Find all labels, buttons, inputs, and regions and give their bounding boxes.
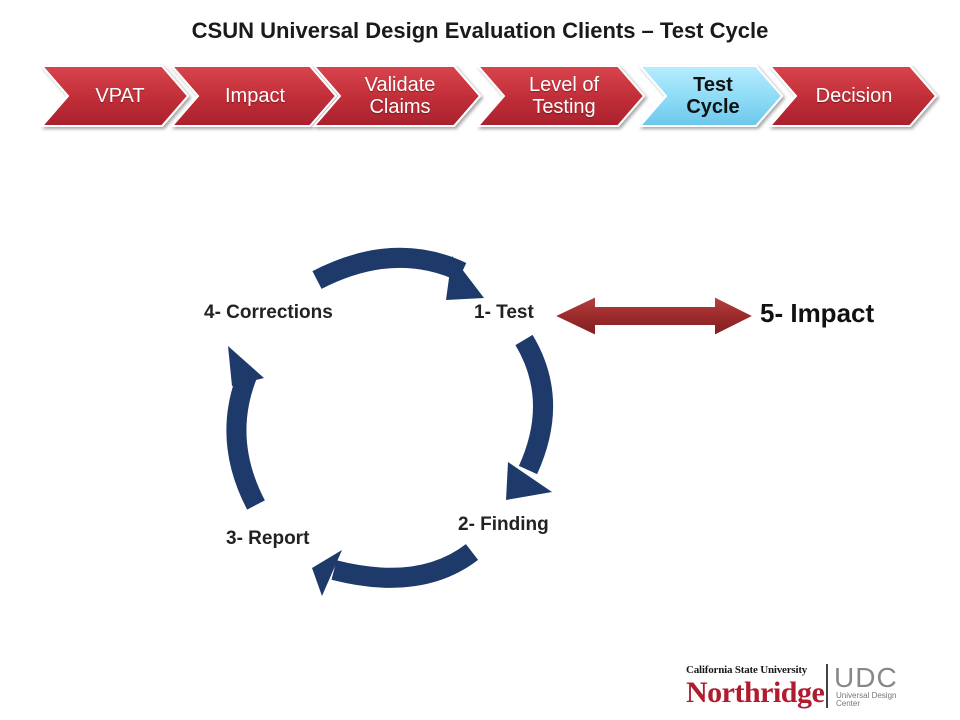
logo-university-top: California State University — [686, 664, 808, 676]
chevron-test-cycle — [637, 65, 784, 127]
csun-udc-logo: California State University Northridge U… — [684, 662, 924, 712]
cycle-arrow-bottom — [331, 543, 479, 588]
cycle-arrow-left — [226, 372, 265, 510]
cycle-arrowhead-left — [228, 346, 264, 386]
chevron-validate-claims — [311, 65, 482, 127]
cycle-arrowhead-top — [446, 256, 484, 300]
logo-center-abbr: UDC — [834, 662, 898, 693]
cycle-step-impact: 5- Impact — [760, 298, 875, 328]
process-step-test-cycle: Test Cycle — [686, 74, 740, 118]
cycle-step-corrections: 4- Corrections — [204, 302, 333, 323]
chevron-impact — [169, 65, 338, 127]
process-bar — [39, 65, 938, 127]
process-step-vpat: VPAT — [95, 85, 145, 107]
cycle-arrowhead-right — [506, 462, 552, 500]
process-step-decision: Decision — [815, 85, 893, 107]
logo-divider — [826, 664, 828, 708]
cycle-arrow-right — [515, 334, 553, 475]
slide-title: CSUN Universal Design Evaluation Clients… — [191, 18, 769, 43]
chevron-level-of-testing — [475, 65, 646, 127]
impact-double-arrow — [551, 294, 757, 338]
logo-university-main: Northridge — [686, 676, 825, 709]
cycle-step-test: 1- Test — [474, 302, 534, 323]
process-step-impact: Impact — [224, 85, 286, 107]
logo-center-name: Universal Design Center — [836, 691, 897, 708]
process-step-level-of-testing: Level of Testing — [528, 74, 600, 118]
cycle-step-finding: 2- Finding — [458, 514, 549, 535]
process-step-validate-claims: Validate Claims — [364, 74, 436, 118]
chevron-decision — [767, 65, 938, 127]
chevron-vpat — [39, 65, 190, 127]
cycle-step-report: 3- Report — [226, 528, 310, 549]
cycle-arrowhead-bottom — [312, 550, 342, 596]
cycle-arrow-top — [312, 247, 467, 289]
